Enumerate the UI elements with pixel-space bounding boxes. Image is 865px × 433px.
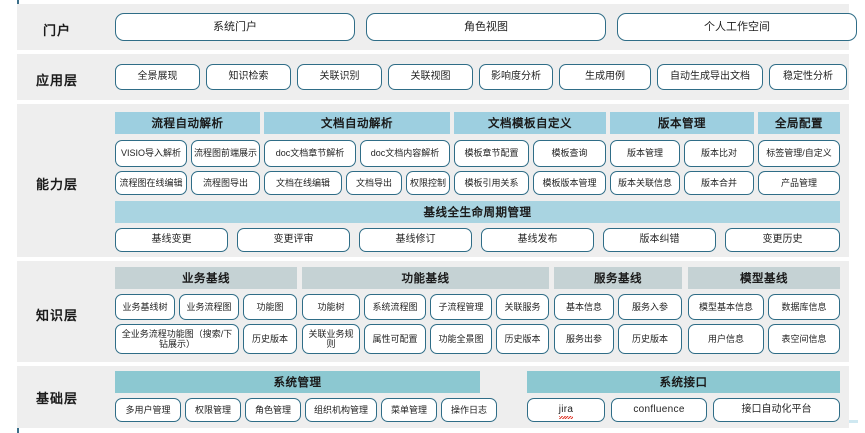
application-item-2[interactable]: 关联识别 bbox=[297, 64, 382, 90]
capability-item-g1-r1-1[interactable]: doc文档内容解析 bbox=[360, 140, 450, 167]
layer-label-knowledge: 知识层 bbox=[35, 308, 78, 323]
knowledge-item-g1-r1-0[interactable]: 功能树 bbox=[302, 294, 360, 320]
capability-item-g3-r2-1[interactable]: 版本合并 bbox=[684, 171, 754, 195]
foundation-item-g1-1[interactable]: confluence bbox=[611, 398, 707, 422]
portal-item-1[interactable]: 角色视图 bbox=[366, 13, 606, 41]
capability-group-header-0: 流程自动解析 bbox=[115, 112, 260, 134]
capability-item-g2-r2-1[interactable]: 模板版本管理 bbox=[533, 171, 606, 195]
knowledge-item-g3-r2-0[interactable]: 用户信息 bbox=[688, 324, 764, 354]
foundation-group-header-0: 系统管理 bbox=[115, 371, 480, 393]
layer-row-portal: 门户 系统门户 角色视图 个人工作空间 bbox=[17, 4, 857, 50]
application-item-1[interactable]: 知识检索 bbox=[206, 64, 291, 90]
foundation-group-header-1: 系统接口 bbox=[527, 371, 840, 393]
knowledge-item-g2-r1-0[interactable]: 基本信息 bbox=[554, 294, 614, 320]
application-item-5[interactable]: 生成用例 bbox=[559, 64, 651, 90]
knowledge-item-g1-r1-3[interactable]: 关联服务 bbox=[496, 294, 549, 320]
layer-label-portal: 门户 bbox=[42, 23, 71, 38]
knowledge-item-g2-r2-1[interactable]: 历史版本 bbox=[618, 324, 682, 354]
capability-item-g3-r2-0[interactable]: 版本关联信息 bbox=[610, 171, 680, 195]
capability-item-g0-r1-0[interactable]: VISIO导入解析 bbox=[115, 140, 187, 167]
knowledge-item-g0-r2-0[interactable]: 全业务流程功能图（搜索/下钻展示） bbox=[115, 324, 239, 354]
capability-item-g0-r1-1[interactable]: 流程图前端展示 bbox=[191, 140, 260, 167]
knowledge-group-header-1: 功能基线 bbox=[302, 267, 549, 289]
knowledge-item-g0-r1-0[interactable]: 业务基线树 bbox=[115, 294, 175, 320]
knowledge-group-header-0: 业务基线 bbox=[115, 267, 297, 289]
application-item-0[interactable]: 全景展现 bbox=[115, 64, 200, 90]
foundation-item-g0-3[interactable]: 组织机构管理 bbox=[305, 398, 377, 422]
capability-group-header-1: 文档自动解析 bbox=[264, 112, 450, 134]
capability-item-g3-r1-0[interactable]: 版本管理 bbox=[610, 140, 680, 167]
capability-item-g2-r1-0[interactable]: 模板章节配置 bbox=[454, 140, 529, 167]
knowledge-item-g3-r1-0[interactable]: 模型基本信息 bbox=[688, 294, 764, 320]
application-item-3[interactable]: 关联视图 bbox=[388, 64, 473, 90]
jira-label: jira bbox=[558, 404, 574, 419]
layer-body-knowledge: 业务基线 功能基线 服务基线 模型基线 业务基线树 业务流程图 功能图 全业务流… bbox=[101, 261, 843, 362]
knowledge-item-g1-r2-1[interactable]: 属性可配置 bbox=[364, 324, 426, 354]
foundation-item-g0-4[interactable]: 菜单管理 bbox=[381, 398, 437, 422]
layer-row-application: 应用层 全景展现 知识检索 关联识别 关联视图 影响度分析 生成用例 自动生成导… bbox=[17, 54, 849, 100]
foundation-item-g0-1[interactable]: 权限管理 bbox=[185, 398, 241, 422]
knowledge-item-g1-r2-3[interactable]: 历史版本 bbox=[496, 324, 549, 354]
capability-lifecycle-item-4[interactable]: 版本纠错 bbox=[603, 228, 716, 252]
knowledge-item-g2-r1-1[interactable]: 服务入参 bbox=[618, 294, 682, 320]
knowledge-group-header-3: 模型基线 bbox=[688, 267, 840, 289]
layer-row-foundation: 基础层 系统管理 系统接口 多用户管理 权限管理 角色管理 组织机构管理 菜单管… bbox=[17, 366, 849, 428]
knowledge-item-g0-r1-1[interactable]: 业务流程图 bbox=[179, 294, 239, 320]
knowledge-group-header-2: 服务基线 bbox=[554, 267, 682, 289]
layer-label-application: 应用层 bbox=[35, 73, 78, 88]
capability-item-g0-r2-1[interactable]: 流程图导出 bbox=[191, 171, 260, 195]
layer-body-portal: 系统门户 角色视图 个人工作空间 bbox=[101, 4, 857, 50]
knowledge-item-g2-r2-0[interactable]: 服务出参 bbox=[554, 324, 614, 354]
capability-item-g3-r1-1[interactable]: 版本比对 bbox=[684, 140, 754, 167]
capability-item-g2-r1-1[interactable]: 模板查询 bbox=[533, 140, 606, 167]
capability-item-g2-r2-0[interactable]: 模板引用关系 bbox=[454, 171, 529, 195]
capability-lifecycle-item-0[interactable]: 基线变更 bbox=[115, 228, 228, 252]
capability-item-g0-r2-0[interactable]: 流程图在线编辑 bbox=[115, 171, 187, 195]
knowledge-item-g0-r1-2[interactable]: 功能图 bbox=[243, 294, 297, 320]
knowledge-item-g0-r2-1[interactable]: 历史版本 bbox=[243, 324, 297, 354]
foundation-item-g0-5[interactable]: 操作日志 bbox=[441, 398, 497, 422]
foundation-item-g0-0[interactable]: 多用户管理 bbox=[115, 398, 181, 422]
knowledge-item-g1-r2-2[interactable]: 功能全景图 bbox=[430, 324, 492, 354]
capability-group-header-2: 文档模板自定义 bbox=[454, 112, 606, 134]
foundation-item-g1-2[interactable]: 接口自动化平台 bbox=[713, 398, 840, 422]
knowledge-item-g3-r2-1[interactable]: 表空间信息 bbox=[768, 324, 840, 354]
portal-item-0[interactable]: 系统门户 bbox=[115, 13, 355, 41]
capability-group-header-3: 版本管理 bbox=[610, 112, 754, 134]
layer-label-capability: 能力层 bbox=[35, 177, 78, 192]
capability-item-g1-r1-0[interactable]: doc文档章节解析 bbox=[264, 140, 356, 167]
knowledge-item-g1-r1-1[interactable]: 系统流程图 bbox=[364, 294, 426, 320]
capability-lifecycle-header: 基线全生命周期管理 bbox=[115, 201, 840, 223]
layer-body-foundation: 系统管理 系统接口 多用户管理 权限管理 角色管理 组织机构管理 菜单管理 操作… bbox=[101, 366, 843, 428]
foundation-item-g0-2[interactable]: 角色管理 bbox=[245, 398, 301, 422]
knowledge-item-g3-r1-1[interactable]: 数据库信息 bbox=[768, 294, 840, 320]
capability-item-g1-r2-2[interactable]: 权限控制 bbox=[406, 171, 450, 195]
layer-label-foundation: 基础层 bbox=[35, 391, 78, 406]
capability-lifecycle-item-5[interactable]: 变更历史 bbox=[725, 228, 840, 252]
layer-body-application: 全景展现 知识检索 关联识别 关联视图 影响度分析 生成用例 自动生成导出文档 … bbox=[101, 54, 847, 100]
knowledge-item-g1-r1-2[interactable]: 子流程管理 bbox=[430, 294, 492, 320]
application-item-4[interactable]: 影响度分析 bbox=[479, 64, 553, 90]
application-item-6[interactable]: 自动生成导出文档 bbox=[657, 64, 763, 90]
portal-item-2[interactable]: 个人工作空间 bbox=[617, 13, 857, 41]
application-item-7[interactable]: 稳定性分析 bbox=[769, 64, 847, 90]
capability-lifecycle-item-3[interactable]: 基线发布 bbox=[481, 228, 594, 252]
knowledge-item-g1-r2-0[interactable]: 关联业务规则 bbox=[302, 324, 360, 354]
capability-item-g4-r1-0[interactable]: 标签管理/自定义 bbox=[758, 140, 840, 167]
capability-item-g4-r2-0[interactable]: 产品管理 bbox=[758, 171, 840, 195]
layer-row-knowledge: 知识层 业务基线 功能基线 服务基线 模型基线 业务基线树 业务流程图 功能图 … bbox=[17, 261, 849, 362]
capability-lifecycle-item-1[interactable]: 变更评审 bbox=[237, 228, 350, 252]
layer-row-capability: 能力层 流程自动解析 文档自动解析 文档模板自定义 版本管理 全局配置 VISI… bbox=[17, 104, 849, 257]
capability-item-g1-r2-0[interactable]: 文档在线编辑 bbox=[264, 171, 342, 195]
capability-item-g1-r2-1[interactable]: 文档导出 bbox=[346, 171, 402, 195]
capability-group-header-4: 全局配置 bbox=[758, 112, 840, 134]
layer-body-capability: 流程自动解析 文档自动解析 文档模板自定义 版本管理 全局配置 VISIO导入解… bbox=[101, 104, 843, 257]
capability-lifecycle-item-2[interactable]: 基线修订 bbox=[359, 228, 472, 252]
foundation-item-g1-0[interactable]: jira bbox=[527, 398, 605, 422]
